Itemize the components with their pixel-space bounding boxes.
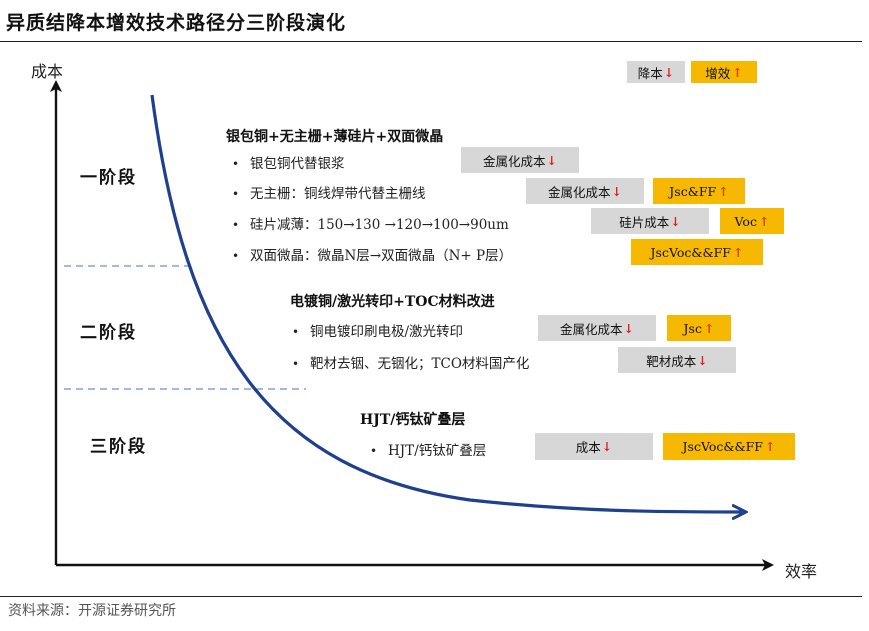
y-axis-label: 成本 [31, 62, 64, 81]
tag-jscvoc-ff-2: JscVoc&&FF↑ [663, 433, 795, 460]
source-note: 资料来源：开源证券研究所 [8, 603, 176, 619]
stage-label-3: 三阶段 [90, 437, 147, 457]
stage-1-item-2: •无主栅：铜线焊带代替主栅线 [232, 186, 426, 202]
legend-efficiency-up: 增效↑ [691, 61, 757, 83]
stage-3-title: HJT/钙钛矿叠层 [360, 412, 466, 428]
tag-metallization-cost-2: 金属化成本↓ [526, 178, 644, 204]
stage-2-item-2: •靶材去铟、无铟化；TCO材料国产化 [292, 356, 530, 372]
legend-cost-down: 降本↓ [627, 61, 685, 83]
stage-label-2: 二阶段 [80, 323, 137, 343]
tag-jsc-ff: Jsc&FF↑ [653, 178, 745, 204]
page-title: 异质结降本增效技术路径分三阶段演化 [6, 12, 347, 34]
stage-1-item-4: •双面微晶：微晶N层→双面微晶（N+ P层） [232, 248, 513, 264]
tag-metallization-cost-3: 金属化成本↓ [538, 315, 656, 341]
cost-efficiency-curve [150, 94, 742, 512]
stage-2-title: 电镀铜/激光转印+TOC材料改进 [290, 294, 495, 310]
stage-1-title: 银包铜+无主栅+薄硅片+双面微晶 [226, 129, 444, 145]
footer-rule [0, 596, 862, 597]
stage-label-1: 一阶段 [80, 168, 137, 188]
stage-1-item-3: •硅片减薄：150→130 →120→100→90um [232, 217, 509, 233]
tag-jsc: Jsc↑ [667, 315, 731, 341]
tag-jscvoc-ff-1: JscVoc&&FF↑ [631, 239, 763, 265]
title-rule [0, 41, 862, 42]
stage-2-item-1: •铜电镀印刷电极/激光转印 [292, 324, 464, 340]
tag-voc: Voc↑ [720, 208, 784, 234]
x-axis-label: 效率 [785, 562, 818, 581]
stage-3-item-1: •HJT/钙钛矿叠层 [370, 443, 487, 459]
tag-metallization-cost-1: 金属化成本↓ [461, 147, 579, 173]
tag-wafer-cost: 硅片成本↓ [591, 208, 709, 234]
tag-cost: 成本↓ [535, 433, 653, 460]
stage-1-item-1: •银包铜代替银浆 [232, 156, 345, 172]
tag-target-cost: 靶材成本↓ [618, 347, 736, 373]
